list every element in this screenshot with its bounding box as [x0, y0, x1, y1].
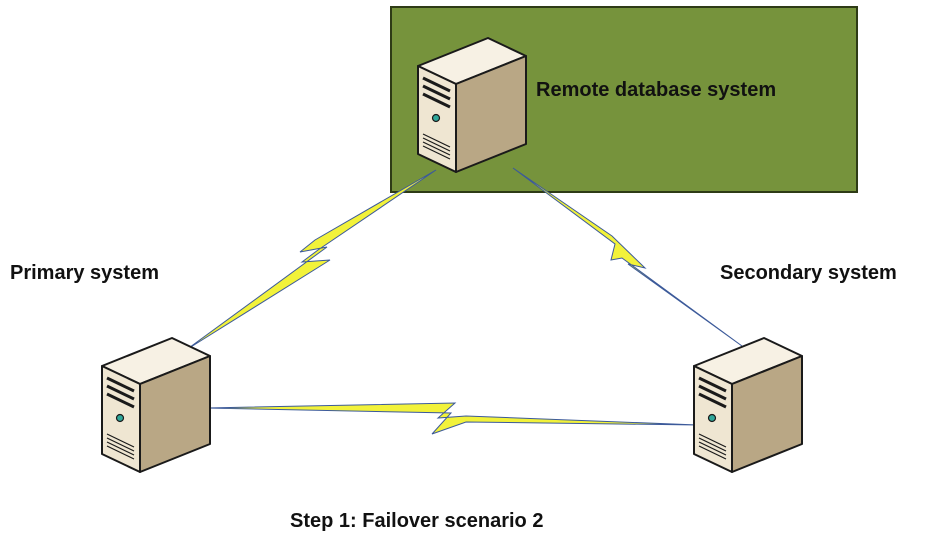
remote-system-label: Remote database system: [536, 79, 777, 101]
link-remote-secondary: [512, 167, 743, 347]
diagram-caption: Step 1: Failover scenario 2: [290, 510, 544, 532]
secondary-system-label: Secondary system: [720, 262, 897, 284]
primary-system-label: Primary system: [10, 262, 159, 284]
secondary-server-icon: [692, 336, 804, 474]
link-primary-secondary: [205, 402, 699, 435]
primary-server-icon: [100, 336, 212, 474]
link-remote-primary: [185, 169, 437, 351]
